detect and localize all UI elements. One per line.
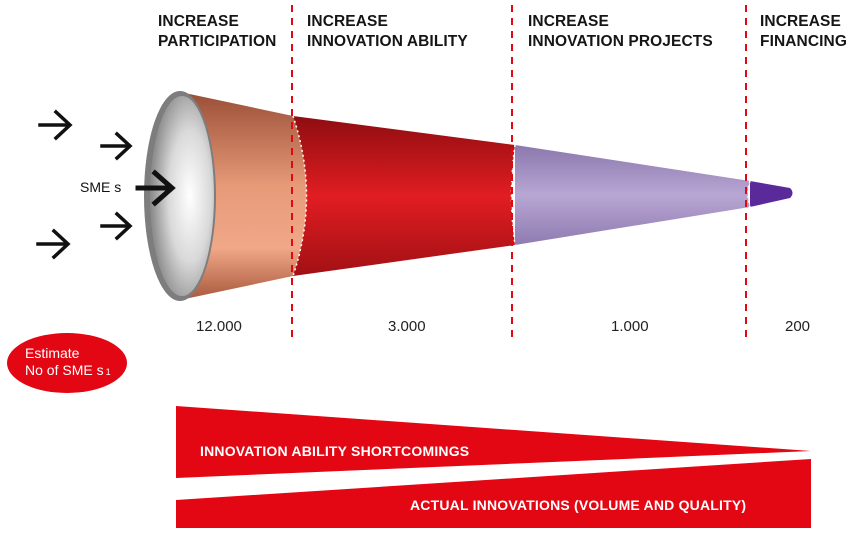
estimate-footnote: 1	[105, 367, 111, 377]
funnel-segment-financing	[750, 181, 793, 207]
funnel-segment-participation	[180, 92, 307, 300]
count-innovation-ability: 3.000	[388, 318, 426, 335]
stage-header-line: INCREASE	[760, 13, 841, 30]
stage-header-line: INNOVATION PROJECTS	[528, 33, 713, 50]
funnel-seam	[510, 144, 516, 246]
stage-header-line: INCREASE	[307, 13, 388, 30]
count-participation: 12.000	[196, 318, 242, 335]
stage-header-line: INCREASE	[528, 13, 609, 30]
stage-header-innovation-ability: INCREASE INNOVATION ABILITY	[307, 12, 468, 52]
arrow-right-icon	[135, 169, 176, 207]
input-label: SME s	[80, 179, 122, 195]
arrow-right-icon	[100, 131, 133, 161]
wedge-actual-innovations	[176, 459, 811, 528]
wedge-shortcomings	[176, 406, 811, 478]
wedge-label-shortcomings: INNOVATION ABILITY SHORTCOMINGS	[200, 443, 470, 459]
stage-header-innovation-projects: INCREASE INNOVATION PROJECTS	[528, 12, 713, 52]
stage-header-line: PARTICIPATION	[158, 33, 277, 50]
estimate-line2-text: No of SME s	[25, 362, 104, 378]
wedge-label-actual-innovations: ACTUAL INNOVATIONS (VOLUME AND QUALITY)	[410, 497, 747, 513]
funnel-mouth	[150, 96, 214, 296]
stage-header-line: INCREASE	[158, 13, 239, 30]
arrow-right-icon	[38, 109, 73, 141]
stage-header-participation: INCREASE PARTICIPATION	[158, 12, 276, 52]
funnel-seam	[292, 115, 308, 277]
estimate-line1: Estimate	[25, 345, 80, 361]
funnel-segment-innovation-ability	[293, 116, 515, 276]
stage-header-line: INNOVATION ABILITY	[307, 33, 468, 50]
arrow-right-icon	[100, 211, 133, 241]
arrow-right-icon	[36, 228, 71, 260]
stage-header-line: FINANCING	[760, 33, 848, 50]
count-innovation-projects: 1.000	[611, 318, 649, 335]
count-financing: 200	[785, 318, 811, 335]
stage-header-financing: INCREASE FINANCING	[760, 12, 847, 52]
funnel-segment-innovation-projects	[515, 145, 750, 245]
